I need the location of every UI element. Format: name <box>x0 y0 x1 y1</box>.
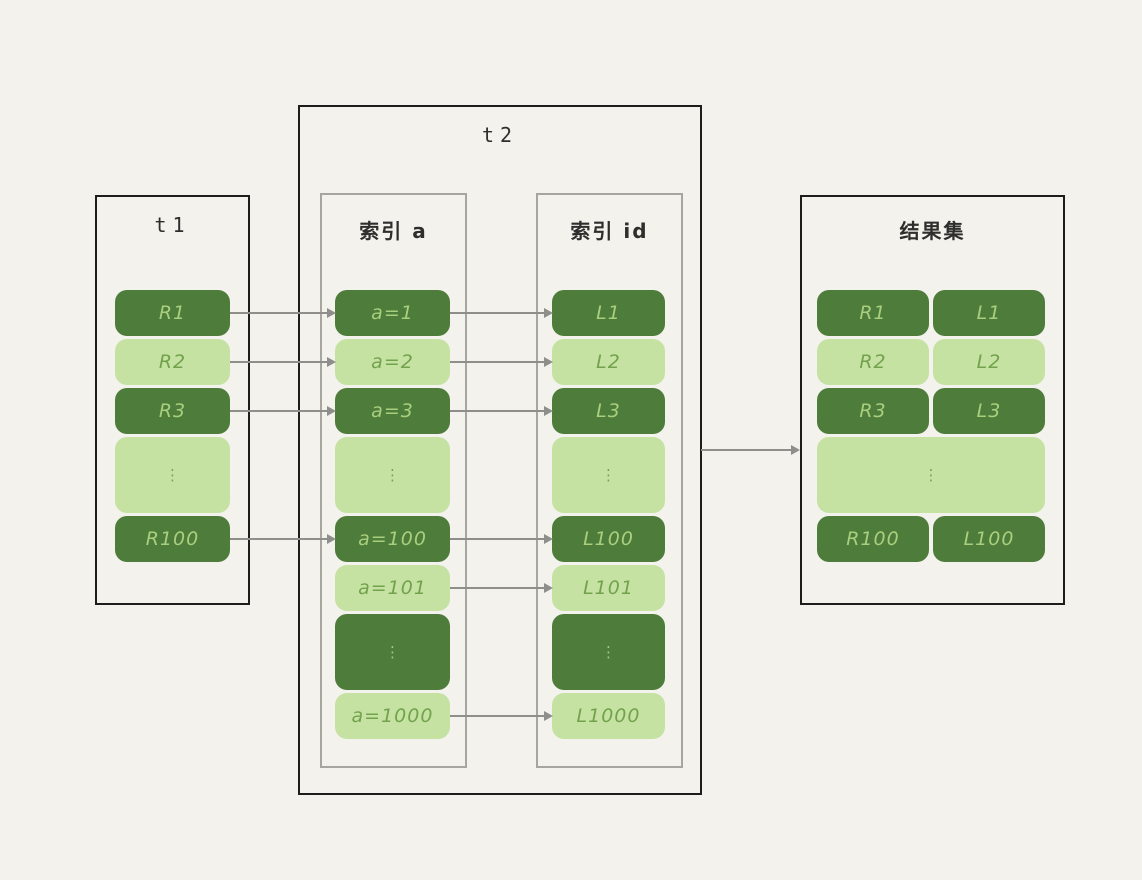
index-a-record-ellipsis: ⋮ <box>335 437 450 513</box>
index-id-record-cell: L1 <box>552 290 665 336</box>
index-id-record-cell: L3 <box>552 388 665 434</box>
index-id-record-cell: L101 <box>552 565 665 611</box>
index-a-box: 索引 a <box>320 193 467 768</box>
t1-record-cell: R3 <box>115 388 230 434</box>
index-a-record-cell: a=2 <box>335 339 450 385</box>
t1-box: t1 <box>95 195 250 605</box>
t1-title: t1 <box>154 213 191 237</box>
t1-record-ellipsis: ⋮ <box>115 437 230 513</box>
result-record-ellipsis: ⋮ <box>817 437 1045 513</box>
arrow-t2-to-result <box>701 445 800 455</box>
index-a-record-cell: a=1 <box>335 290 450 336</box>
index-a-record-cell: a=101 <box>335 565 450 611</box>
result-set-title: 结果集 <box>899 219 966 243</box>
t2-title: t2 <box>481 123 519 147</box>
index-id-box: 索引 id <box>536 193 683 768</box>
arrow-a1-to-l1 <box>450 308 553 318</box>
arrow-r2-to-a2 <box>230 357 336 367</box>
index-id-record-ellipsis: ⋮ <box>552 437 665 513</box>
arrow-a100-to-l100 <box>450 534 553 544</box>
index-id-record-ellipsis: ⋮ <box>552 614 665 690</box>
t1-record-cell: R100 <box>115 516 230 562</box>
result-record-left-cell: R1 <box>817 290 929 336</box>
result-record-left-cell: R3 <box>817 388 929 434</box>
t1-record-cell: R1 <box>115 290 230 336</box>
index-a-record-cell: a=1000 <box>335 693 450 739</box>
arrow-r3-to-a3 <box>230 406 336 416</box>
t1-record-cell: R2 <box>115 339 230 385</box>
result-record-right-cell: L2 <box>933 339 1045 385</box>
index-id-record-cell: L2 <box>552 339 665 385</box>
result-record-right-cell: L3 <box>933 388 1045 434</box>
result-set-box: 结果集 <box>800 195 1065 605</box>
result-record-right-cell: L100 <box>933 516 1045 562</box>
arrow-a101-to-l101 <box>450 583 553 593</box>
index-id-record-cell: L100 <box>552 516 665 562</box>
index-a-record-ellipsis: ⋮ <box>335 614 450 690</box>
arrow-r100-to-a100 <box>230 534 336 544</box>
index-a-record-cell: a=3 <box>335 388 450 434</box>
arrow-a1000-to-l1000 <box>450 711 553 721</box>
index-a-title: 索引 a <box>359 219 428 243</box>
index-id-title: 索引 id <box>570 219 649 243</box>
result-record-left-cell: R2 <box>817 339 929 385</box>
arrow-a3-to-l3 <box>450 406 553 416</box>
result-record-right-cell: L1 <box>933 290 1045 336</box>
index-a-record-cell: a=100 <box>335 516 450 562</box>
index-id-record-cell: L1000 <box>552 693 665 739</box>
result-record-row: ⋮ <box>817 437 1045 513</box>
result-record-left-cell: R100 <box>817 516 929 562</box>
arrow-r1-to-a1 <box>230 308 336 318</box>
arrow-a2-to-l2 <box>450 357 553 367</box>
